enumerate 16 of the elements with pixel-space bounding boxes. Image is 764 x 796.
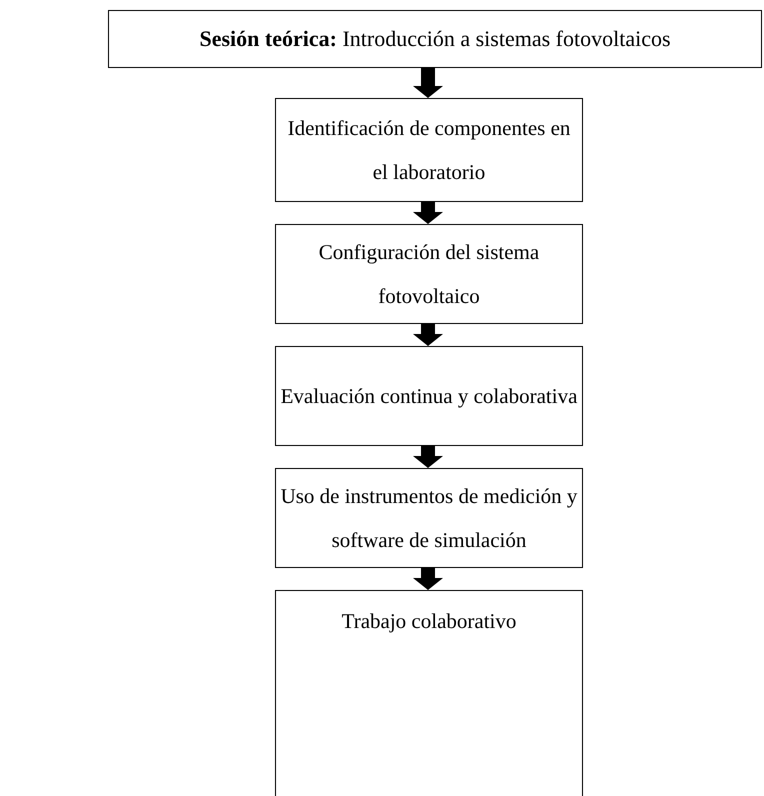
- box-text: Uso de instrumentos de medición y software de simulación: [280, 483, 578, 554]
- box-text: Evaluación continua y colaborativa: [280, 383, 578, 410]
- box-text: Configuración del sistema fotovoltaico: [318, 239, 540, 310]
- process-box: [275, 468, 583, 568]
- process-box: [275, 224, 583, 324]
- process-box: [275, 590, 583, 796]
- process-box: [108, 10, 762, 68]
- box-text: Trabajo colaborativo: [342, 608, 516, 635]
- box-text: Identificación de componentes en el laboratorio: [286, 115, 572, 186]
- process-box: [275, 98, 583, 202]
- process-box: [275, 346, 583, 446]
- arrow: [413, 324, 443, 346]
- box-text: Sesión teórica: Introducción a sistemas fotovoltaicos: [199, 25, 671, 53]
- arrow: [413, 446, 443, 468]
- arrow: [413, 202, 443, 224]
- arrow: [413, 68, 443, 98]
